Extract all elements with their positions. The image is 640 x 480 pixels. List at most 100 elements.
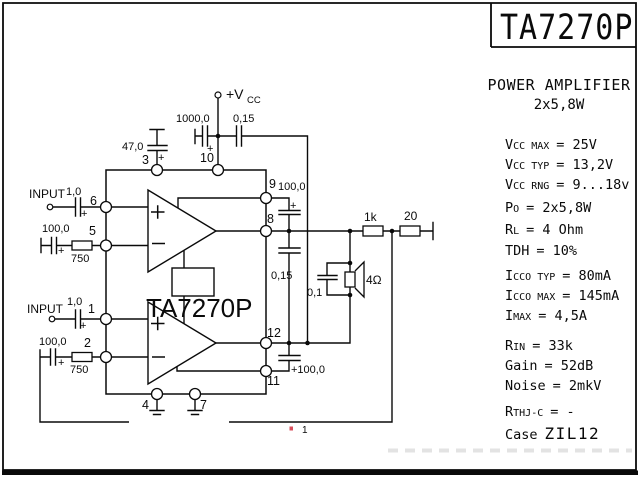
spec-subscript: IN xyxy=(513,342,526,353)
opamp-polarity-marks xyxy=(151,205,165,358)
spec-noise: Noise= 2mkV xyxy=(505,378,601,394)
pin1-node xyxy=(99,312,113,326)
spec-rin: RIN = 33k xyxy=(505,338,573,354)
plus-icon: + xyxy=(81,208,87,220)
polarity-plus-labels: + + + + + + + xyxy=(58,143,296,369)
pin3-label: 3 xyxy=(142,153,149,167)
spec-symbol: R xyxy=(505,404,514,420)
spec-icco-max: ICCO MAX = 145mA xyxy=(505,288,619,304)
cap-in1-label: 1,0 xyxy=(66,186,81,198)
watermark-remnants: 1 xyxy=(289,425,632,453)
cap-supply-label: 1000,0 xyxy=(176,113,210,125)
res-fb1-label: 750 xyxy=(71,253,89,265)
plus-icon: + xyxy=(58,357,64,369)
spec-symbol: V xyxy=(505,137,514,153)
spec-gain: Gain = 52dB xyxy=(505,358,593,374)
spec-subscript: CCO MAX xyxy=(513,292,556,303)
scan-whiteout xyxy=(129,416,229,430)
pin1-label: 1 xyxy=(88,302,95,316)
spec-value: = 80mA xyxy=(562,268,612,284)
plus-icon: + xyxy=(58,245,64,257)
pin5-label: 5 xyxy=(89,224,96,238)
spec-value: = 13,2V xyxy=(556,157,614,173)
spec-value: = 2mkV xyxy=(552,378,602,394)
title-box: TA7270P xyxy=(491,3,635,49)
pin10-label: 10 xyxy=(200,151,214,165)
device-heading: POWER AMPLIFIER 2x5,8W xyxy=(483,76,635,113)
component-labels: INPUT INPUT 1,0 1,0 100,0 100,0 750 750 … xyxy=(27,86,418,376)
pin6-label: 6 xyxy=(90,194,97,208)
spec-value: = 145mA xyxy=(562,288,620,304)
spec-subscript: L xyxy=(513,226,520,237)
spec-icco-typ: ICCO TYP= 80mA xyxy=(505,268,611,284)
pin8-label: 8 xyxy=(267,212,274,226)
input1-label: INPUT xyxy=(29,187,66,201)
cap-out-label: 0,15 xyxy=(271,270,292,282)
res-20-label: 20 xyxy=(404,209,418,223)
pin11-node xyxy=(259,364,273,378)
spec-vcc-typ: VCC TYP= 13,2V xyxy=(505,157,613,173)
ic-body-outline xyxy=(105,169,267,395)
spec-symbol: V xyxy=(505,157,514,173)
ic-name-label: TA7270P xyxy=(146,293,252,323)
pin4-label: 4 xyxy=(142,398,149,412)
spec-value: = - xyxy=(550,404,575,420)
opamp1-symbol xyxy=(147,188,218,274)
spec-symbol: I xyxy=(505,268,514,284)
pin7-label: 7 xyxy=(200,398,207,412)
spec-value: = 4 Ohm xyxy=(526,222,584,238)
cap-pin3-label: 47,0 xyxy=(122,141,143,153)
spec-subscript: O xyxy=(513,204,520,215)
watermark-digit: 1 xyxy=(302,425,308,436)
spec-subscript: THJ-C xyxy=(513,408,544,419)
bottom-border-bar xyxy=(2,470,638,475)
input1-terminal xyxy=(46,203,54,211)
spec-imax: IMAX= 4,5A xyxy=(505,308,587,324)
cap-pin11-label: +100,0 xyxy=(291,364,325,376)
spec-symbol: Case xyxy=(505,427,538,443)
spec-symbol: R xyxy=(505,338,514,354)
spec-value: = 33k xyxy=(532,338,573,354)
spec-value: = 9...18v xyxy=(556,177,630,193)
pin8-node xyxy=(259,224,273,238)
pin7-node xyxy=(188,387,202,401)
device-power: 2x5,8W xyxy=(533,97,585,113)
spec-symbol: R xyxy=(505,222,514,238)
cap-in2-label: 1,0 xyxy=(67,296,82,308)
plus-icon: + xyxy=(80,320,86,332)
pin6-node xyxy=(99,200,113,214)
resistor-20 xyxy=(399,225,421,237)
spec-symbol: V xyxy=(505,177,514,193)
res-1k-label: 1k xyxy=(364,210,378,224)
vcc-terminal xyxy=(214,91,222,99)
vcc-label: +V xyxy=(226,86,244,102)
cap-boot-label: 100,0 xyxy=(278,181,306,193)
input2-label: INPUT xyxy=(27,302,64,316)
spec-rl: RL = 4 Ohm xyxy=(505,222,583,238)
junction-dots xyxy=(215,133,395,346)
title-box-rule xyxy=(490,3,636,48)
opamp2-symbol xyxy=(147,300,218,386)
vcc-sub-label: CC xyxy=(247,95,261,106)
plus-icon: + xyxy=(158,152,164,164)
page-title: TA7270P xyxy=(500,8,634,49)
res-fb2-label: 750 xyxy=(70,364,88,376)
spec-symbol: I xyxy=(505,288,514,304)
watermark-dot xyxy=(289,426,293,431)
spec-symbol: Gain xyxy=(505,358,538,374)
pin5-node xyxy=(99,239,113,252)
resistor-750-ch1 xyxy=(71,240,93,251)
resistor-750-ch2 xyxy=(71,351,93,363)
spec-value: = 4,5A xyxy=(538,308,587,324)
pin9-node xyxy=(259,191,273,205)
cap-fb2-label: 100,0 xyxy=(39,336,67,348)
pin4-node xyxy=(150,387,164,401)
pin12-node xyxy=(259,336,273,350)
spec-vcc-max: VCC MAX= 25V xyxy=(505,137,597,153)
spec-value: = 52dB xyxy=(544,358,594,374)
cap-supply2-label: 0,15 xyxy=(233,113,254,125)
spec-po: PO= 2x5,8W xyxy=(505,200,591,216)
